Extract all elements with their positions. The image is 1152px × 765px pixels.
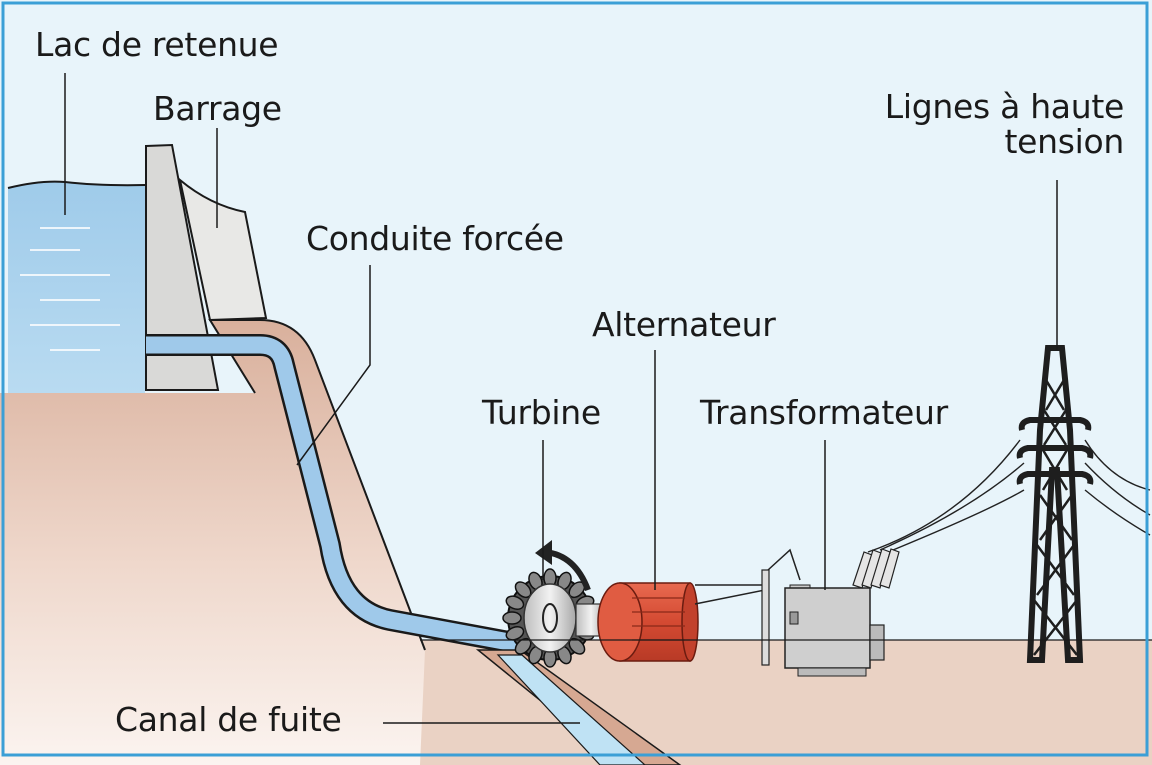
label-barrage: Barrage bbox=[153, 89, 282, 128]
transformer bbox=[784, 548, 900, 677]
dam-back bbox=[178, 177, 268, 322]
label-canal-de-fuite: Canal de fuite bbox=[115, 700, 342, 739]
label-alternateur: Alternateur bbox=[592, 305, 776, 344]
label-turbine: Turbine bbox=[482, 393, 601, 432]
penstock-pipe bbox=[146, 336, 527, 654]
label-lignes-line1: Lignes à haute bbox=[884, 87, 1125, 126]
hill-ground bbox=[0, 320, 425, 765]
label-lac-de-retenue: Lac de retenue bbox=[35, 25, 279, 64]
lake bbox=[8, 181, 145, 393]
leader-lines bbox=[64, 73, 1058, 724]
dam-front bbox=[145, 143, 220, 391]
turbine-bucket bbox=[505, 595, 525, 610]
turbine-bucket bbox=[502, 611, 522, 625]
switch-pole bbox=[761, 569, 770, 666]
tailrace-water bbox=[496, 654, 646, 765]
label-lignes-haute-tension: Lignes à haute tension bbox=[884, 87, 1125, 161]
pylon bbox=[1016, 345, 1094, 663]
label-transformateur: Transformateur bbox=[700, 393, 948, 432]
alternator bbox=[597, 582, 699, 662]
label-lignes-line2: tension bbox=[1004, 121, 1124, 161]
power-lines bbox=[867, 439, 1151, 553]
label-conduite-forcee: Conduite forcée bbox=[306, 219, 564, 258]
turbine-bucket bbox=[505, 626, 525, 641]
